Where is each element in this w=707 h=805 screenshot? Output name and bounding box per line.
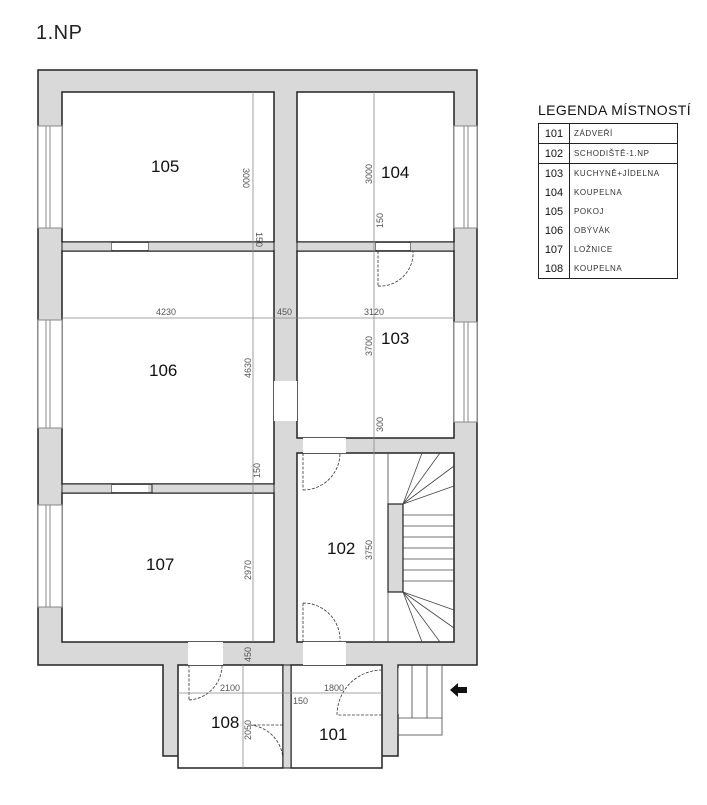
dim-mid-wall: 450 [277,307,292,317]
room-103 [296,250,455,439]
dim-105-height: 3000 [241,168,251,188]
room-106 [61,250,275,485]
room-label-107: 107 [146,555,174,574]
room-105 [61,91,275,243]
doors [188,250,414,762]
room-label-103: 103 [381,329,409,348]
room-101 [290,664,383,769]
room-label-104: 104 [381,163,409,182]
dim-103-wall: 300 [375,417,385,432]
dim-107-wall: 450 [243,647,253,662]
dim-108-height: 2050 [243,720,253,740]
room-label-106: 106 [149,361,177,380]
windows [37,125,478,608]
dim-103-width: 3120 [364,307,384,317]
legend-title: LEGENDA MÍSTNOSTÍ [538,102,692,118]
floor-title: 1.NP [36,22,83,44]
dim-106-height: 4630 [243,358,253,378]
entrance-arrow-icon [450,683,467,697]
dim-105-wall: 150 [254,232,264,247]
dimension-lines [62,92,454,768]
room-label-101: 101 [319,725,347,744]
dim-106-width: 4230 [156,307,176,317]
dim-101-width: 1800 [324,683,344,693]
room-label-105: 105 [151,157,179,176]
dim-103-height: 3700 [364,336,374,356]
room-107 [61,492,275,643]
room-104 [296,91,455,243]
room-108 [177,664,284,769]
dim-107-height: 2970 [243,560,253,580]
dim-104-height: 3000 [364,164,374,184]
room-102 [296,452,455,643]
staircase [387,452,455,736]
dim-102-height: 3750 [364,540,374,560]
dim-106-wall: 150 [252,463,262,478]
room-label-108: 108 [211,713,239,732]
dim-104-wall: 150 [375,213,385,228]
room-label-102: 102 [327,539,355,558]
dim-108-width: 2100 [220,683,240,693]
dim-108-wall: 150 [293,696,308,706]
